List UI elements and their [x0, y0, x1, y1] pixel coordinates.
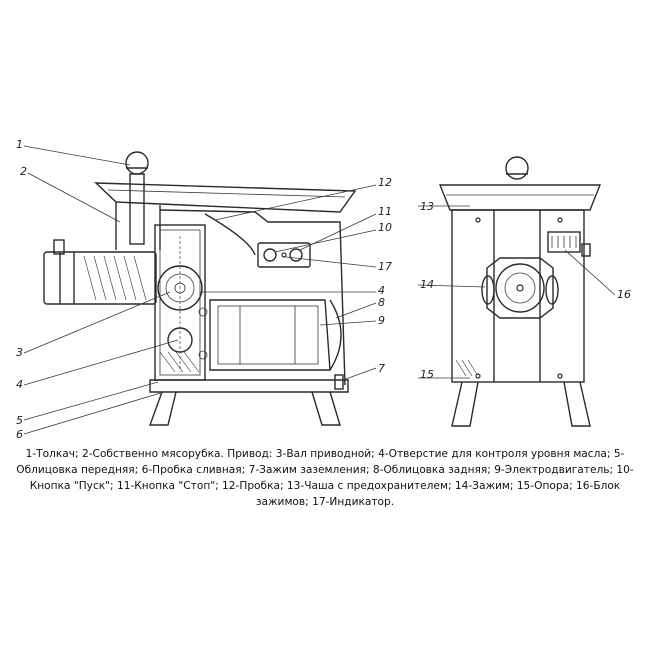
- support-hatching: [455, 359, 479, 377]
- figure-caption: 1-Толкач; 2-Собственно мясорубка. Привод…: [16, 448, 634, 508]
- callout-9: 9: [378, 314, 385, 327]
- callout-2: 2: [20, 165, 27, 178]
- callout-15: 15: [420, 368, 434, 381]
- callout-4-right: 4: [378, 284, 385, 297]
- callout-4: 4: [16, 378, 23, 391]
- gearbox-hatching: [159, 351, 200, 373]
- auger-hatching: [83, 255, 147, 301]
- callout-3: 3: [16, 346, 23, 359]
- callout-13: 13: [420, 200, 434, 213]
- callout-8: 8: [378, 296, 385, 309]
- callout-6: 6: [16, 428, 23, 440]
- front-view: 13 14 16 15: [417, 156, 631, 427]
- side-view: 1 2 12 11 10 17 3 4 4 8 9 7 5 6: [16, 138, 392, 440]
- callout-10: 10: [378, 221, 392, 234]
- meat-grinder-technical-drawing: 1 2 12 11 10 17 3 4 4 8 9 7 5 6: [16, 138, 631, 440]
- callout-5: 5: [16, 414, 23, 427]
- callout-11: 11: [378, 205, 392, 218]
- callout-1: 1: [16, 138, 23, 151]
- callout-12: 12: [378, 176, 392, 189]
- callout-7: 7: [378, 362, 385, 375]
- callout-14: 14: [420, 278, 434, 291]
- callout-17: 17: [378, 260, 392, 273]
- callout-16: 16: [617, 288, 631, 301]
